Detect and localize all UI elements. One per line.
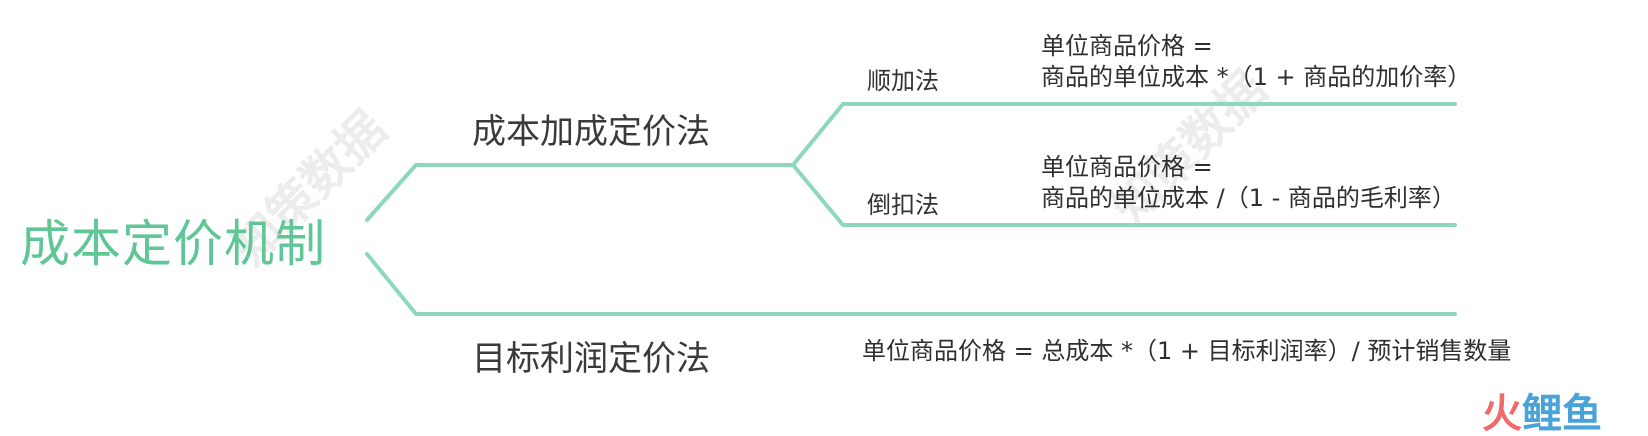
formula-target-profit: 单位商品价格 = 总成本 *（1 + 目标利润率）/ 预计销售数量: [862, 337, 1512, 365]
branch-cost-plus-label: 成本加成定价法: [472, 112, 710, 152]
root-node-label: 成本定价机制: [20, 215, 326, 273]
formula-forward-line-2: 商品的单位成本 *（1 + 商品的加价率）: [1041, 63, 1472, 91]
method-forward-label: 顺加法: [867, 67, 939, 95]
brand-logo: 火鲤鱼: [1482, 392, 1602, 436]
connector-root-to-branch-2: [365, 252, 1457, 316]
connector-branch-1-to-method-2: [791, 163, 1457, 227]
formula-reverse-line-1: 单位商品价格 =: [1041, 153, 1213, 181]
formula-forward-line-1: 单位商品价格 =: [1041, 32, 1213, 60]
branch-target-profit-label: 目标利润定价法: [472, 339, 710, 379]
connector-root-to-branch-1: [365, 163, 795, 222]
formula-forward: 单位商品价格 = 商品的单位成本 *（1 + 商品的加价率）: [1041, 31, 1471, 93]
formula-reverse: 单位商品价格 = 商品的单位成本 /（1 - 商品的毛利率）: [1041, 152, 1456, 214]
logo-part-1: 火: [1482, 391, 1522, 436]
formula-reverse-line-2: 商品的单位成本 /（1 - 商品的毛利率）: [1041, 184, 1456, 212]
logo-part-2: 鲤鱼: [1522, 391, 1602, 436]
method-reverse-label: 倒扣法: [867, 191, 939, 219]
connector-branch-1-to-method-1: [791, 102, 1457, 167]
